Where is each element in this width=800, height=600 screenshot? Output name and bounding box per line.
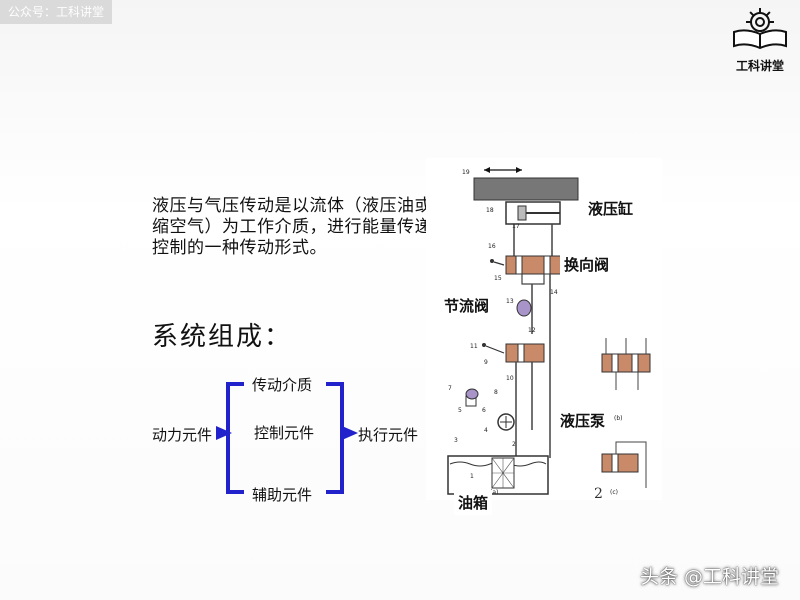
right-bracket xyxy=(326,382,344,494)
svg-text:12: 12 xyxy=(528,327,536,334)
svg-text:13: 13 xyxy=(506,298,514,305)
relief-valve xyxy=(505,343,545,363)
svg-text:8: 8 xyxy=(494,389,498,396)
label-pump: 液压泵 xyxy=(556,408,610,433)
control-element: 控制元件 xyxy=(254,424,315,442)
gear-book-icon xyxy=(733,8,787,50)
svg-text:2: 2 xyxy=(512,441,516,448)
definition-text: 液压与气压传动是以流体（液压油或压缩空气）为工作介质，进行能量传递和控制的一种传… xyxy=(152,196,450,258)
sub-label-b: (b) xyxy=(614,415,623,422)
auxiliary-element: 辅助元件 xyxy=(252,486,313,504)
section-title: 系统组成： xyxy=(152,322,293,352)
svg-text:16: 16 xyxy=(488,243,496,250)
left-bracket xyxy=(226,382,244,494)
svg-text:10: 10 xyxy=(506,375,514,382)
svg-text:18: 18 xyxy=(486,207,494,214)
power-element: 动力元件 xyxy=(152,426,213,444)
throttle-valve-body xyxy=(516,299,532,317)
logo: 工科讲堂 xyxy=(726,2,794,74)
label-cylinder: 液压缸 xyxy=(584,196,638,221)
svg-text:3: 3 xyxy=(454,437,458,444)
logo-text: 工科讲堂 xyxy=(735,59,784,73)
svg-text:9: 9 xyxy=(484,359,488,366)
svg-text:11: 11 xyxy=(470,343,478,350)
sub-label-a: (a) xyxy=(490,489,498,496)
svg-text:15: 15 xyxy=(494,275,502,282)
svg-text:1: 1 xyxy=(470,473,474,480)
watermark-tag: 公众号：工科讲堂 xyxy=(0,0,113,24)
actuator-element: 执行元件 xyxy=(358,426,419,444)
page-marker: 2 xyxy=(594,486,603,500)
transmission-medium: 传动介质 xyxy=(252,376,313,394)
svg-text:14: 14 xyxy=(550,289,558,296)
label-directional-valve: 换向阀 xyxy=(560,252,614,277)
label-throttle-valve: 节流阀 xyxy=(440,293,494,318)
svg-text:7: 7 xyxy=(448,385,452,392)
hydraulic-schematic: 19 18 17 16 15 14 13 12 11 10 9 8 7 6 5 … xyxy=(447,167,651,502)
footer-watermark: 头条 @工科讲堂 xyxy=(640,566,780,588)
svg-text:19: 19 xyxy=(462,169,470,176)
left-arrow xyxy=(216,426,232,440)
right-arrow xyxy=(342,426,358,440)
directional-valve xyxy=(505,255,563,275)
svg-text:6: 6 xyxy=(482,407,486,414)
svg-text:5: 5 xyxy=(458,407,462,414)
label-oil-tank: 油箱 xyxy=(454,490,493,515)
workbench xyxy=(473,177,579,201)
svg-text:17: 17 xyxy=(512,223,520,230)
sub-label-c: (c) xyxy=(610,489,618,496)
svg-text:4: 4 xyxy=(484,427,488,434)
